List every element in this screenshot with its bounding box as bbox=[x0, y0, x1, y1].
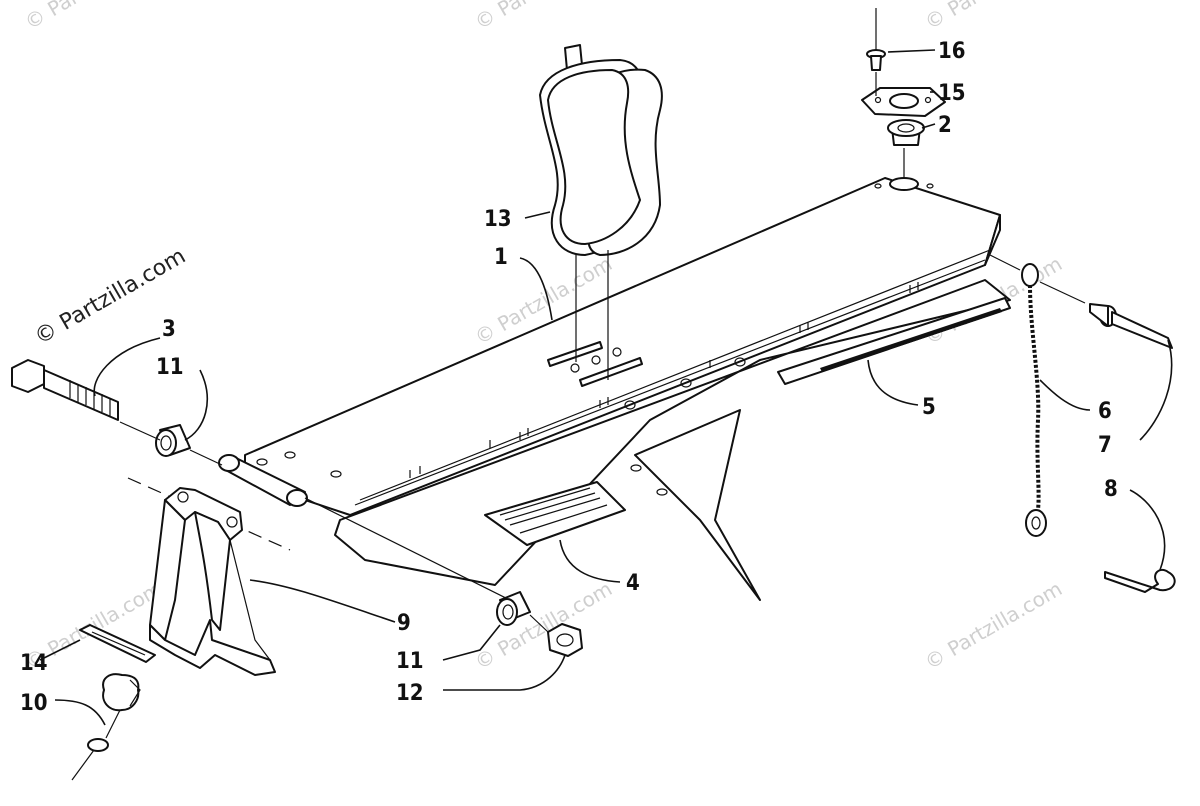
rivet-top bbox=[866, 8, 886, 71]
callout-6: 6 bbox=[1098, 399, 1112, 424]
tether-cable bbox=[989, 254, 1047, 537]
watermark-faint: © Partzilla.com bbox=[921, 576, 1067, 674]
pivot-tube bbox=[218, 454, 521, 606]
callout-4: 4 bbox=[626, 571, 640, 596]
pivot-bushing bbox=[887, 119, 925, 146]
hinge-bracket bbox=[149, 487, 276, 676]
watermark-faint: © Partzilla.com bbox=[921, 0, 1067, 34]
nut-axis bbox=[529, 614, 549, 633]
bolt-axis bbox=[119, 421, 161, 441]
watermark-faint: © Partzilla.com bbox=[21, 0, 167, 34]
callout-13: 13 bbox=[484, 207, 512, 232]
callout-11-upper: 11 bbox=[156, 355, 184, 380]
lock-nut bbox=[547, 623, 583, 657]
knob-rivet bbox=[71, 673, 141, 781]
callout-14: 14 bbox=[20, 651, 48, 676]
tread-pad bbox=[539, 44, 663, 380]
bushing-upper bbox=[155, 424, 191, 457]
callout-12: 12 bbox=[396, 681, 424, 706]
hinge-ticks bbox=[409, 282, 919, 478]
hair-pin-clip bbox=[1104, 568, 1176, 593]
callout-3: 3 bbox=[162, 317, 176, 342]
callout-9: 9 bbox=[397, 611, 411, 636]
strap-plate bbox=[79, 624, 156, 663]
callout-7: 7 bbox=[1098, 433, 1112, 458]
warning-label bbox=[484, 481, 626, 546]
decal-strip bbox=[777, 297, 1011, 385]
callout-2: 2 bbox=[938, 113, 952, 138]
bolt bbox=[11, 359, 119, 421]
callout-16: 16 bbox=[938, 39, 966, 64]
callout-1: 1 bbox=[494, 245, 508, 270]
leader-lines bbox=[39, 49, 1173, 726]
rivet-holes bbox=[256, 183, 934, 496]
clevis-pin bbox=[1039, 281, 1173, 349]
callout-11-lower: 11 bbox=[396, 649, 424, 674]
callout-labels: 16 15 2 13 1 3 11 5 6 7 8 4 9 14 10 11 1… bbox=[20, 39, 1118, 716]
callout-15: 15 bbox=[938, 81, 966, 106]
callout-8: 8 bbox=[1104, 477, 1118, 502]
callout-10: 10 bbox=[20, 691, 48, 716]
tread-slots bbox=[547, 341, 643, 387]
bushing-lower bbox=[496, 591, 531, 626]
watermark-faint: © Partzilla.com bbox=[471, 0, 617, 34]
bushing-axis bbox=[189, 449, 223, 466]
callout-5: 5 bbox=[922, 395, 936, 420]
flange-plate bbox=[861, 87, 946, 117]
